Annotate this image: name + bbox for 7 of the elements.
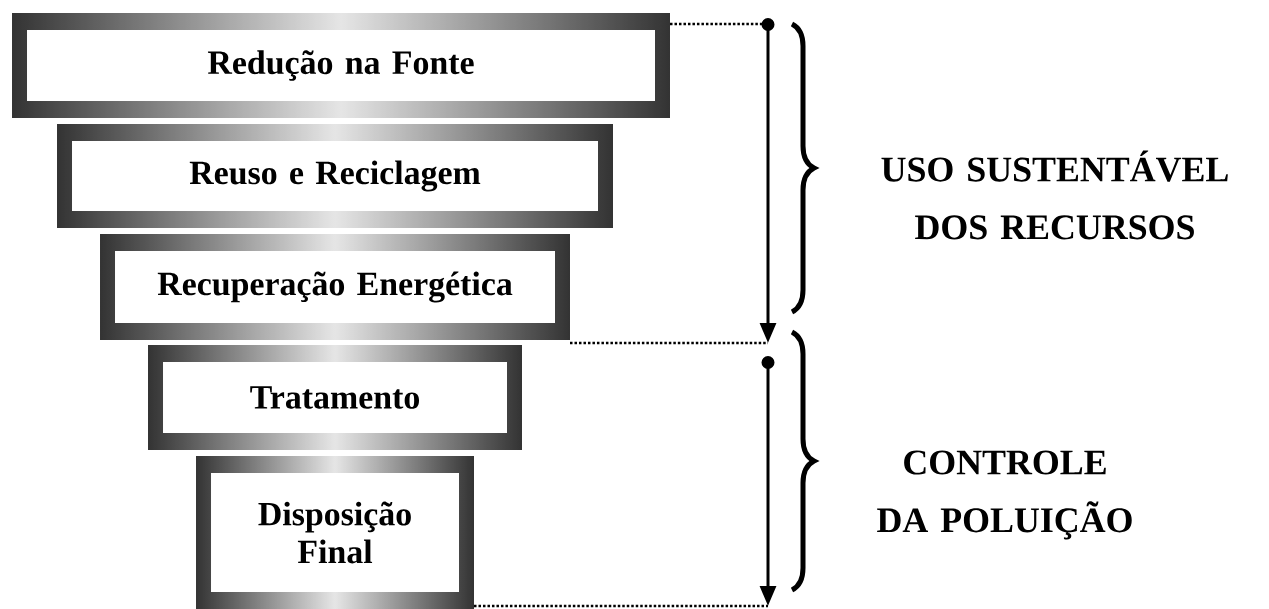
funnel-box: Redução na Fonte <box>27 30 655 101</box>
funnel-box: Tratamento <box>163 362 507 433</box>
funnel-box: Reuso e Reciclagem <box>72 141 598 211</box>
bracket-label: CONTROLE DA POLUIÇÃO <box>877 450 1132 540</box>
bracket-label: USO SUSTENTÁVEL DOS RECURSOS <box>881 150 1228 240</box>
funnel-box: Recuperação Energética <box>115 251 555 323</box>
funnel-box: Disposição Final <box>211 473 459 592</box>
